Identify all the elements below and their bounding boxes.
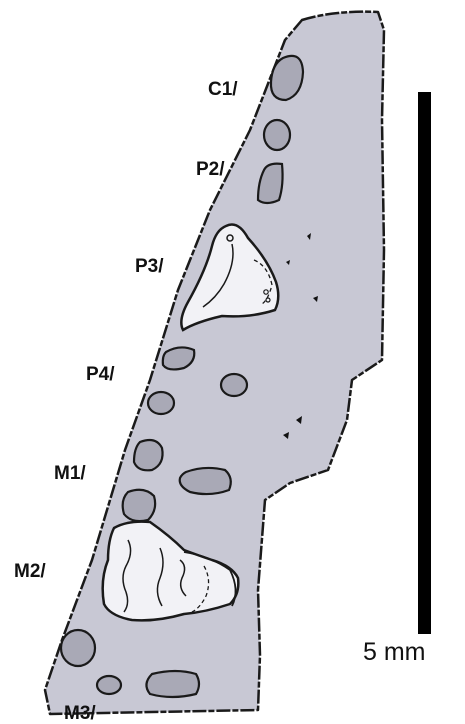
tooth-label-m2: M2/ — [14, 562, 46, 581]
m1-socket-lingual — [180, 468, 231, 494]
tooth-label-p2: P2/ — [196, 160, 225, 179]
scale-bar-label: 5 mm — [363, 640, 426, 665]
tooth-label-c1: C1/ — [208, 80, 238, 99]
scale-bar — [418, 92, 431, 634]
m3-socket-posterior — [97, 676, 121, 694]
tooth-label-p3: P3/ — [135, 257, 164, 276]
tooth-label-m3: M3/ — [64, 704, 96, 723]
m1-socket-posterior — [123, 490, 155, 521]
p4-socket-posterior — [148, 392, 174, 414]
m1-socket-anterior — [134, 440, 163, 470]
p4-socket-lingual — [221, 374, 247, 396]
tooth-label-p4: P4/ — [86, 365, 115, 384]
m3-socket-lingual — [146, 671, 199, 697]
m3-socket-anterior — [61, 630, 95, 666]
tooth-label-m1: M1/ — [54, 464, 86, 483]
p2-socket-anterior — [264, 120, 290, 150]
